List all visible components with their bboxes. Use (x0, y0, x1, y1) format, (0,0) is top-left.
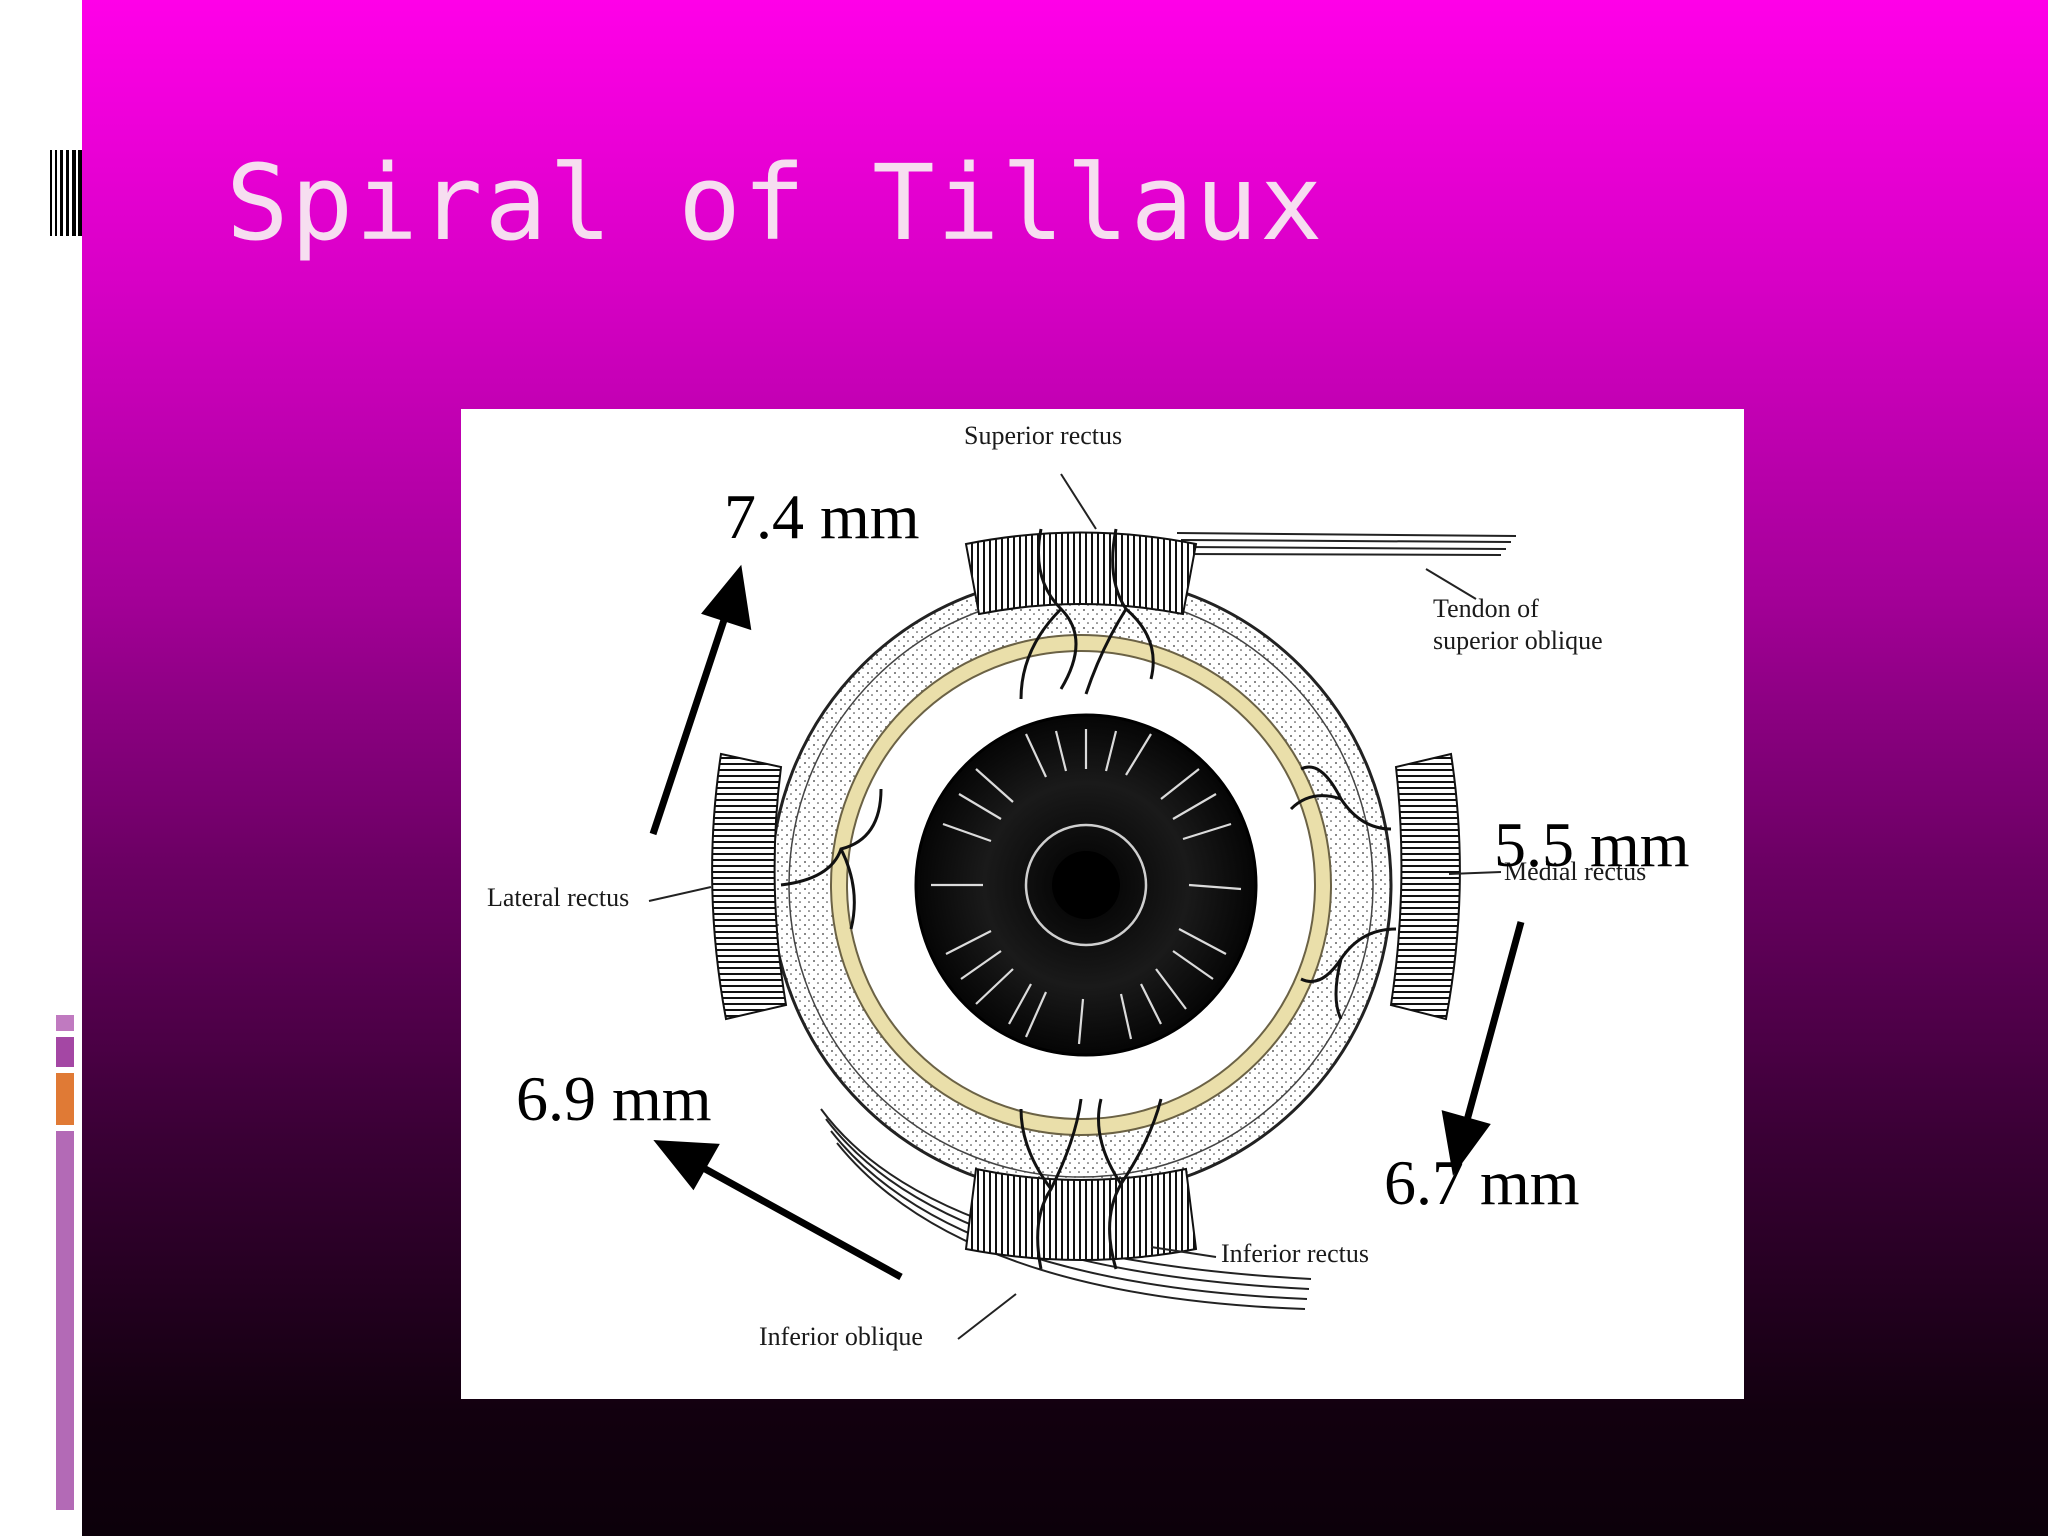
measurement-lateral: 6.9 mm (516, 1063, 712, 1134)
arrow-up-lateral (649, 564, 752, 836)
label-tendon-line1: Tendon of (1433, 594, 1539, 623)
slide-title: Spiral of Tillaux (226, 142, 1325, 264)
medial-rectus-muscle (1389, 752, 1461, 1021)
label-tendon-line2: superior oblique (1433, 626, 1603, 655)
measurement-inferior: 6.7 mm (1384, 1147, 1580, 1218)
label-superior-rectus: Superior rectus (964, 421, 1123, 450)
side-color-bars-decoration (56, 1015, 74, 1510)
label-inferior-oblique: Inferior oblique (759, 1322, 923, 1351)
iris (914, 713, 1258, 1057)
label-inferior-rectus: Inferior rectus (1221, 1239, 1369, 1268)
inferior-rectus-muscle (964, 1167, 1198, 1261)
arrow-down-medial (1441, 921, 1525, 1176)
superior-rectus-muscle (964, 531, 1198, 616)
label-lateral-rectus: Lateral rectus (487, 883, 630, 912)
measurement-superior: 7.4 mm (724, 481, 920, 552)
superior-oblique-tendon (1176, 532, 1517, 556)
arrow-upleft-inferior (653, 1140, 903, 1281)
label-medial-rectus: Medial rectus (1504, 857, 1647, 886)
eye-diagram-drawing (648, 473, 1525, 1340)
label-leader-lines (648, 473, 1502, 1340)
measurement-medial: 5.5 mm (1494, 809, 1690, 880)
direction-arrows (649, 564, 1525, 1281)
anterior-ciliary-vessels (780, 528, 1397, 1270)
corner-stripes-decoration (48, 150, 82, 236)
eye-diagram-figure: Superior rectus Tendon of superior obliq… (461, 409, 1744, 1399)
lateral-rectus-muscle (711, 752, 788, 1021)
